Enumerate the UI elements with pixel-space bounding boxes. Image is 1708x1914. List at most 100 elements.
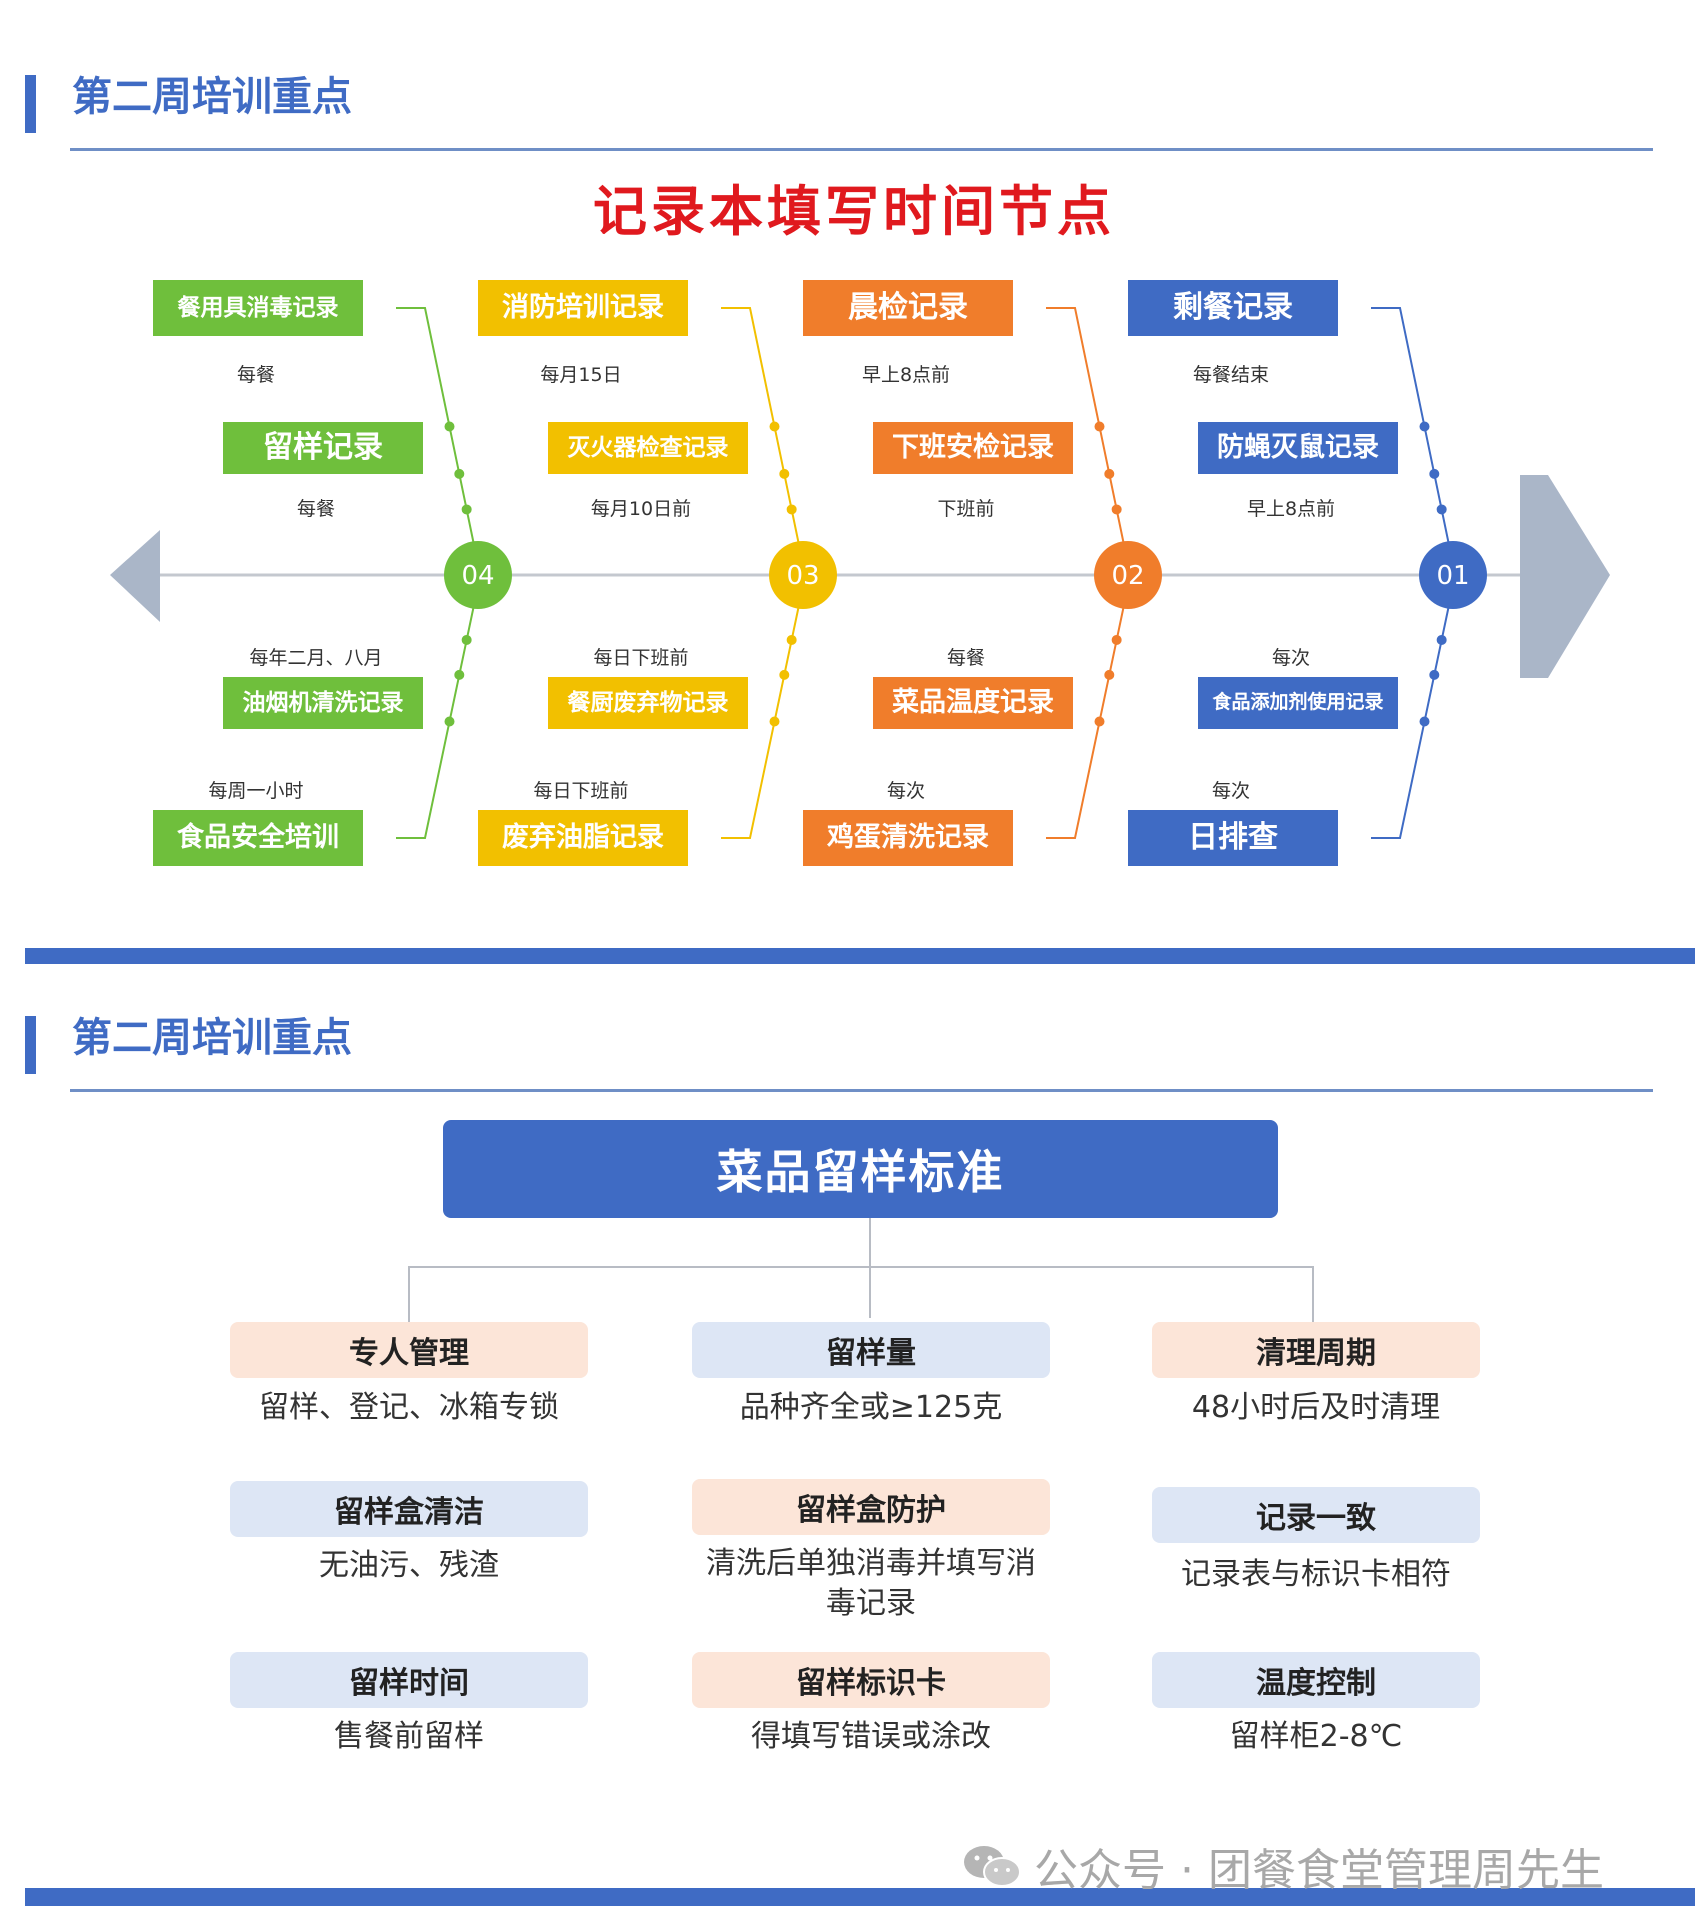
standard-card-title: 记录一致 [1152, 1487, 1480, 1543]
branch-dot [779, 669, 790, 680]
node-circle [1419, 541, 1487, 609]
section-accent-bar [25, 75, 36, 133]
section-title: 第二周培训重点 [72, 74, 352, 120]
record-label: 下班安检记录 [873, 422, 1073, 474]
standard-card-desc: 留样柜2-8℃ [1229, 1719, 1403, 1754]
record-label: 餐用具消毒记录 [153, 280, 363, 336]
record-frequency: 下班前 [937, 498, 995, 520]
record-frequency: 每年二月、八月 [249, 647, 383, 669]
record-frequency: 每日下班前 [533, 780, 629, 802]
branch-line [396, 604, 475, 839]
watermark: 公众号 · 团餐食堂管理周先生 [960, 1834, 1604, 1898]
standard-card-desc: 无油污、残渣 [319, 1548, 499, 1583]
branch-line [1371, 307, 1450, 546]
record-label: 餐厨废弃物记录 [548, 677, 748, 729]
section-separator [25, 948, 1695, 964]
standard-card-desc: 留样、登记、冰箱专锁 [259, 1390, 559, 1425]
branch-dot [1429, 669, 1440, 680]
standard-card-title: 留样盒防护 [692, 1479, 1050, 1535]
wechat-icon [960, 1842, 1024, 1890]
record-label: 防蝇灭鼠记录 [1198, 422, 1398, 474]
record-frequency: 早上8点前 [1246, 498, 1336, 520]
branch-dot [1111, 504, 1122, 515]
branch-dot [461, 504, 472, 515]
record-label: 食品安全培训 [153, 810, 363, 866]
node-label: 01 [1436, 561, 1469, 591]
branch-dot [454, 468, 465, 479]
fish-tail-shape [110, 530, 160, 622]
node-label: 02 [1111, 561, 1144, 591]
record-frequency: 每餐 [946, 647, 986, 669]
record-frequency: 每次 [1271, 647, 1311, 669]
standard-card-desc: 清洗后单独消毒并填写消毒记录 [706, 1546, 1036, 1621]
standard-title: 菜品留样标准 [443, 1120, 1278, 1218]
branch-dot [786, 504, 797, 515]
standard-card-title: 温度控制 [1152, 1652, 1480, 1708]
record-frequency: 早上8点前 [861, 364, 951, 386]
record-frequency: 每餐 [296, 498, 336, 520]
record-frequency: 每餐 [236, 364, 276, 386]
bottom-bar [25, 1888, 1695, 1906]
standard-card-desc: 记录表与标识卡相符 [1181, 1557, 1451, 1592]
node-label: 04 [461, 561, 494, 591]
fish-head-shape [1520, 475, 1610, 678]
branch-dot [1436, 634, 1447, 645]
record-label: 日排查 [1128, 810, 1338, 866]
standard-card-desc: 售餐前留样 [334, 1719, 484, 1754]
record-label: 菜品温度记录 [873, 677, 1073, 729]
branch-dot [454, 669, 465, 680]
record-label: 灭火器检查记录 [548, 422, 748, 474]
branch-dot [444, 421, 455, 432]
branch-dot [786, 634, 797, 645]
record-frequency: 每餐结束 [1192, 364, 1270, 386]
section-rule [70, 1089, 1653, 1092]
fishbone-diagram: 04 03 02 01 [110, 307, 1610, 839]
record-label: 食品添加剂使用记录 [1198, 677, 1398, 729]
branch-line [1046, 604, 1125, 839]
record-frequency: 每月15日 [540, 364, 622, 386]
branch-line [396, 307, 475, 546]
branch-dot [461, 634, 472, 645]
branch-dot [1094, 716, 1105, 727]
standard-card-desc: 品种齐全或≥125克 [739, 1390, 1003, 1425]
record-label: 油烟机清洗记录 [223, 677, 423, 729]
record-label: 留样记录 [223, 422, 423, 474]
standard-card-title: 专人管理 [230, 1322, 588, 1378]
fishbone-title: 记录本填写时间节点 [593, 180, 1115, 243]
connector-line [869, 1218, 871, 1318]
branch-dot [769, 716, 780, 727]
node-circle [444, 541, 512, 609]
node-circle [1094, 541, 1162, 609]
watermark-text: 公众号 · 团餐食堂管理周先生 [1034, 1845, 1604, 1896]
record-label: 晨检记录 [803, 280, 1013, 336]
section-accent-bar [25, 1016, 36, 1074]
node-circle [769, 541, 837, 609]
standard-card-title: 清理周期 [1152, 1322, 1480, 1378]
branch-dot [769, 421, 780, 432]
branch-dot [1419, 421, 1430, 432]
branch-line [721, 604, 800, 839]
branch-dot [1104, 468, 1115, 479]
branch-dot [1429, 468, 1440, 479]
branch-dot [1094, 421, 1105, 432]
connector-line [1312, 1266, 1314, 1322]
branch-dot [1104, 669, 1115, 680]
section-title: 第二周培训重点 [72, 1015, 352, 1061]
branch-dot [1111, 634, 1122, 645]
branch-dot [779, 468, 790, 479]
section-rule [70, 148, 1653, 151]
record-frequency: 每月10日前 [590, 498, 692, 520]
record-frequency: 每次 [886, 780, 926, 802]
record-label: 废弃油脂记录 [478, 810, 688, 866]
standard-card-desc: 48小时后及时清理 [1191, 1390, 1441, 1425]
branch-line [721, 307, 800, 546]
record-frequency: 每日下班前 [593, 647, 689, 669]
branch-line [1371, 604, 1450, 839]
standard-card-title: 留样量 [692, 1322, 1050, 1378]
standard-card-title: 留样时间 [230, 1652, 588, 1708]
node-label: 03 [786, 561, 819, 591]
standard-card-desc: 得填写错误或涂改 [751, 1719, 991, 1754]
record-frequency: 每次 [1211, 780, 1251, 802]
branch-dot [1419, 716, 1430, 727]
record-label: 消防培训记录 [478, 280, 688, 336]
